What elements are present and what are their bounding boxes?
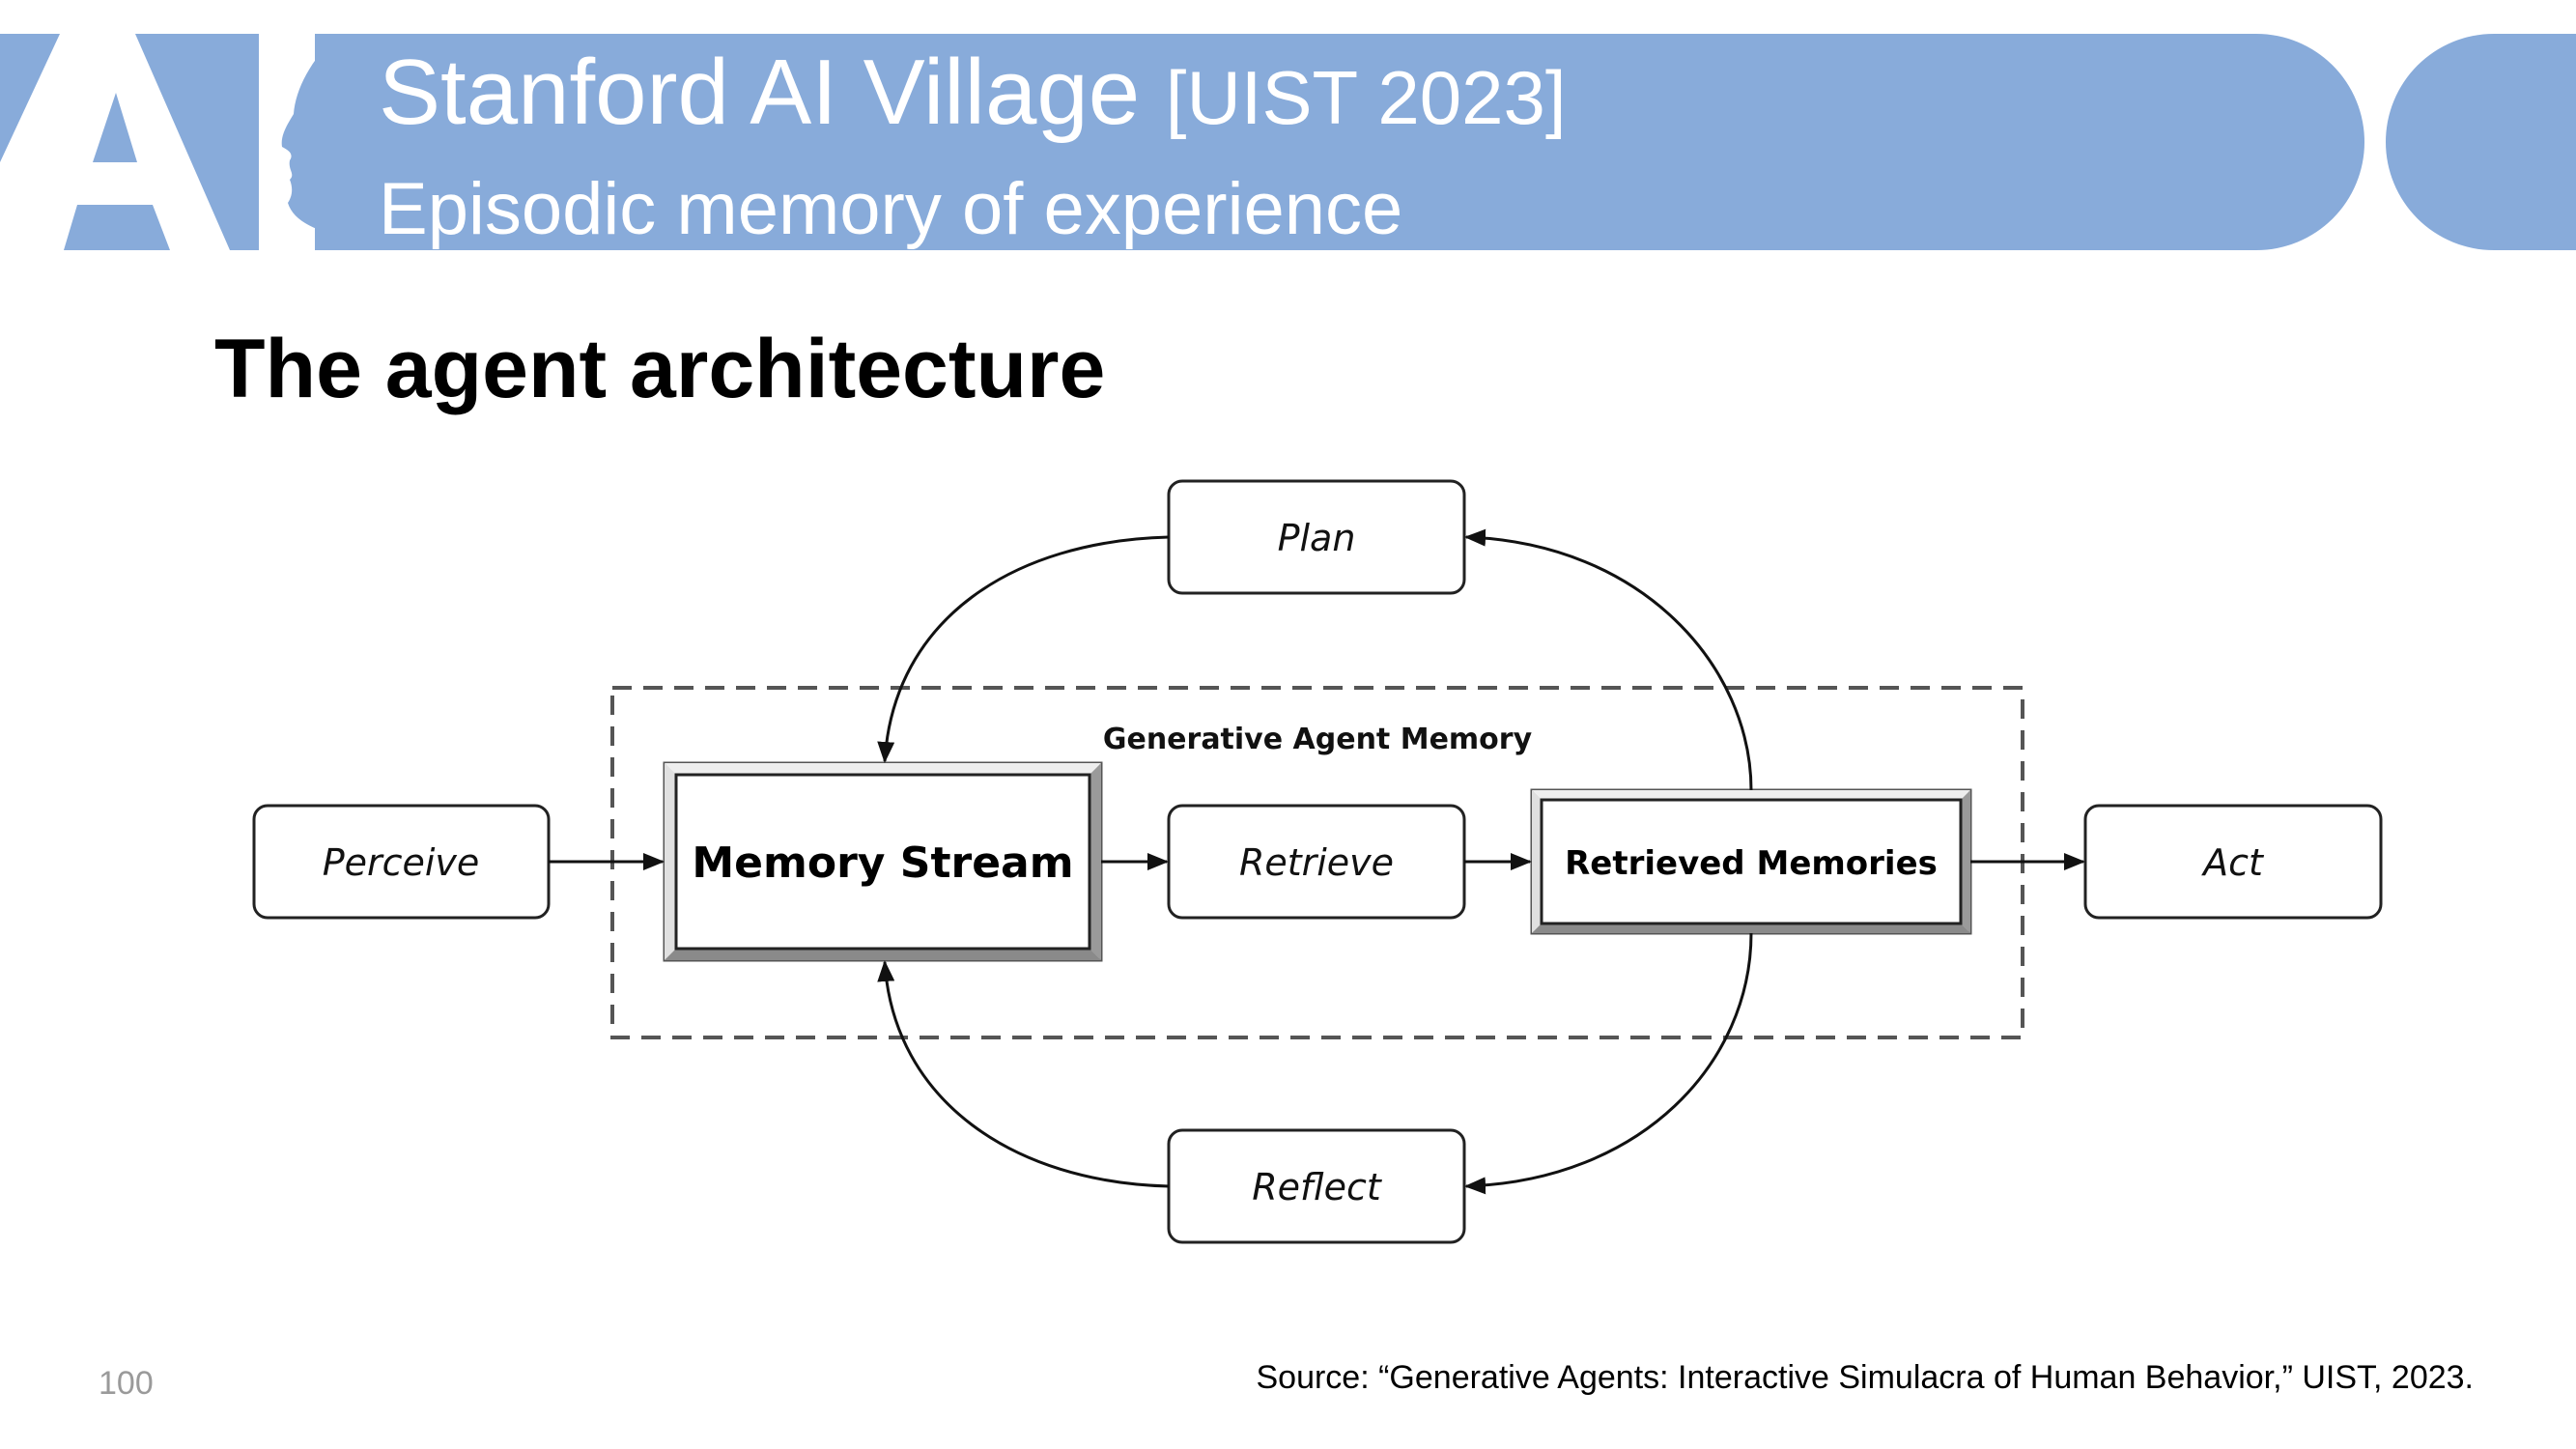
plan-label: Plan bbox=[1278, 517, 1356, 559]
banner-bar bbox=[0, 34, 2364, 250]
arrow-retrieved-memories-to-plan bbox=[1464, 528, 1753, 791]
page-number: 100 bbox=[99, 1365, 154, 1402]
group-label: Generative Agent Memory bbox=[1103, 723, 1533, 756]
ai-logo-icon bbox=[0, 34, 348, 250]
header-title: Stanford AI Village [UIST 2023] bbox=[379, 41, 1567, 150]
memory-stream-node: Memory Stream bbox=[663, 761, 1103, 962]
banner-right-pill bbox=[2386, 34, 2576, 250]
retrieve-label: Retrieve bbox=[1239, 841, 1394, 884]
header-banner bbox=[0, 34, 2576, 250]
arrow-reflect-to-memory-stream bbox=[877, 960, 1170, 1188]
perceive-node: Perceive bbox=[252, 804, 551, 920]
header-title-tag: [UIST 2023] bbox=[1165, 55, 1567, 140]
act-node: Act bbox=[2083, 804, 2383, 920]
reflect-label: Reflect bbox=[1252, 1166, 1383, 1208]
header-subtitle: Episodic memory of experience bbox=[379, 168, 1403, 250]
arrow-plan-to-memory-stream bbox=[877, 535, 1170, 763]
perceive-label: Perceive bbox=[323, 841, 480, 884]
memory-stream-label: Memory Stream bbox=[692, 838, 1073, 888]
reflect-node: Reflect bbox=[1167, 1128, 1466, 1244]
plan-node: Plan bbox=[1167, 479, 1466, 595]
retrieved-memories-label: Retrieved Memories bbox=[1565, 844, 1938, 883]
slide-heading: The agent architecture bbox=[214, 323, 1106, 415]
retrieved-memories-node: Retrieved Memories bbox=[1530, 788, 1972, 935]
act-label: Act bbox=[2200, 841, 2265, 884]
source-citation: Source: “Generative Agents: Interactive … bbox=[1256, 1359, 2474, 1396]
retrieve-node: Retrieve bbox=[1167, 804, 1466, 920]
arrow-retrieved-memories-to-reflect bbox=[1464, 932, 1753, 1195]
header-title-text: Stanford AI Village bbox=[379, 41, 1141, 144]
